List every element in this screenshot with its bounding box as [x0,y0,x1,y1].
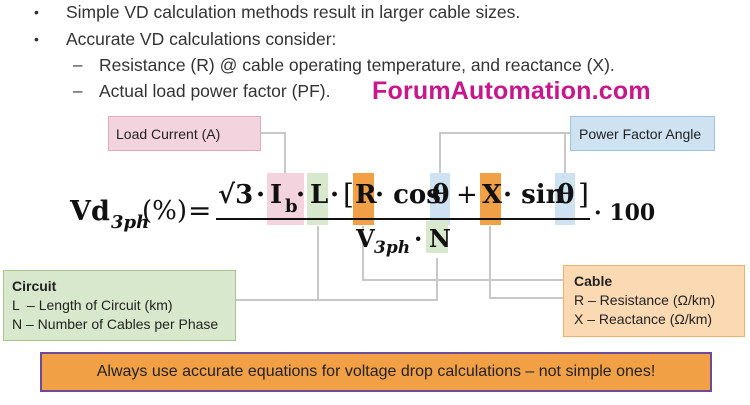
bullet-marker: • [34,31,39,47]
cable-line-resistance: R – Resistance (Ω/km) [574,292,716,308]
formula-dot: · [256,180,266,210]
circuit-line-cables: N – Number of Cables per Phase [12,316,219,332]
n-highlight [426,221,448,253]
circuit-line-length: L – Length of Circuit (km) [12,297,173,313]
formula-ib-subscript: b [285,196,298,217]
formula-vd-subscript: 3ph [111,212,150,233]
formula-left-bracket: [ [343,178,354,211]
formula-l: L [310,180,329,210]
r-highlight [353,173,374,225]
formula-right-bracket: ] [578,178,589,211]
circuit-info-box: Circuit L – Length of Circuit (km) N – N… [3,270,236,341]
load-current-label: Load Current (A) [108,116,261,151]
circuit-title: Circuit [12,278,57,294]
summary-banner-text: Always use accurate equations for voltag… [96,363,656,380]
cable-info-box: Cable R – Resistance (Ω/km) X – Reactanc… [563,265,745,337]
formula-dot: · [330,180,340,210]
formula-plus: + [456,180,478,210]
bullet-marker: • [34,4,39,20]
formula-denominator-n: N [429,224,451,253]
watermark-text: ForumAutomation.com [372,77,651,105]
sub-bullet-marker: – [73,55,83,74]
l-highlight [307,173,328,225]
formula-sqrt3: √3 [218,180,254,210]
formula-denominator-subscript: 3ph [374,238,411,258]
formula-cos: · cos [375,180,441,210]
formula-dot: · [296,180,306,210]
bullet-text: Simple VD calculation methods result in … [66,2,521,22]
formula-theta: θ [432,180,450,210]
formula-theta: θ [557,180,575,210]
cable-title: Cable [574,273,613,289]
summary-banner: Always use accurate equations for voltag… [40,352,712,392]
sub-bullet-text: Actual load power factor (PF). [99,81,331,101]
formula-ib: I [270,180,283,210]
theta2-highlight [555,173,575,225]
sub-bullet-marker: – [73,81,83,100]
fraction-bar [216,218,590,220]
formula-denominator-v: V [356,224,375,253]
sub-bullet-text: Resistance (R) @ cable operating tempera… [99,55,615,75]
formula-sin: · sin [503,180,565,210]
formula-x: X [482,180,503,210]
power-factor-angle-text: Power Factor Angle [579,125,702,142]
formula-r: R [355,180,377,210]
formula-times-100: · 100 [594,200,656,226]
load-current-text: Load Current (A) [116,125,221,142]
formula-vd: Vd [70,196,110,227]
formula-percent: (%) [142,196,187,226]
power-factor-angle-label: Power Factor Angle [570,116,715,151]
bullet-text: Accurate VD calculations consider: [66,29,337,49]
cable-line-reactance: X – Reactance (Ω/km) [574,311,713,327]
formula-dot: · [414,224,423,253]
theta1-highlight [430,173,450,225]
x-highlight [480,173,501,225]
ib-highlight [267,173,304,225]
formula-equals: = [188,194,212,227]
